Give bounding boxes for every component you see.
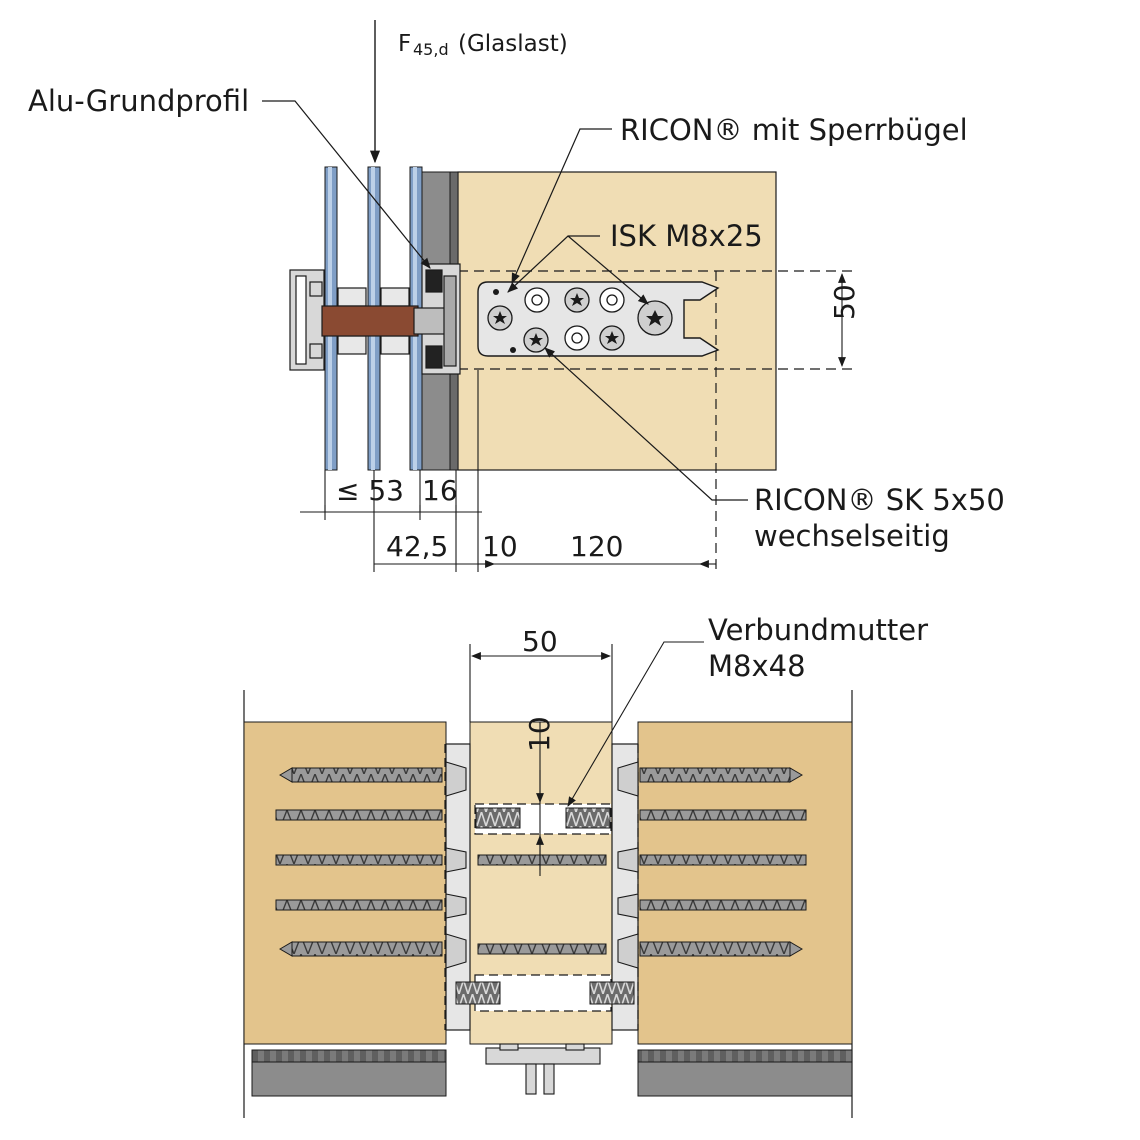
- hex-bolt-icon: [445, 761, 639, 969]
- spacers: [337, 287, 410, 355]
- dim-10-vertical: 10: [523, 716, 556, 752]
- dimension-lines-top: [300, 273, 846, 572]
- dim-le53: ≤ 53: [336, 474, 404, 507]
- alu-profile-label: Alu-Grundprofil: [28, 84, 249, 118]
- verbund-label: Verbundmutter: [708, 613, 928, 647]
- alu-cover-profile: [289, 269, 325, 371]
- force-note: (Glaslast): [458, 31, 568, 57]
- ricon-sk-note: wechselseitig: [754, 519, 950, 553]
- alu-base-profile: [413, 263, 461, 375]
- slot-outline: [458, 270, 858, 572]
- force-subscript: 45,d: [413, 40, 449, 59]
- ricon-sk-label: RICON® SK 5x50: [754, 483, 1005, 517]
- dim-16: 16: [422, 474, 458, 507]
- isk-label: ISK M8x25: [610, 219, 763, 253]
- verbund-size: M8x48: [708, 649, 806, 683]
- dim-10: 10: [482, 530, 518, 563]
- force-label: F: [398, 31, 411, 57]
- leader-lines-top: [262, 100, 748, 501]
- brown-clamp-bolt: [321, 305, 419, 337]
- dim-50-top: 50: [522, 625, 558, 658]
- dimension-lines-bottom: [469, 641, 704, 876]
- wood-screws: [275, 767, 807, 957]
- ricon-lock-label: RICON® mit Sperrbügel: [620, 113, 968, 147]
- ricon-connector-plate: [477, 281, 720, 357]
- section-view: F 45,d (Glaslast) Alu-Grundprofil RICON®…: [28, 20, 1005, 572]
- gray-bottom-panels: [251, 1049, 853, 1097]
- dim-120: 120: [570, 530, 623, 563]
- alu-profile-plan: [485, 1043, 601, 1095]
- dim-50-side: 50: [828, 284, 861, 320]
- dim-42-5: 42,5: [386, 530, 448, 563]
- plan-view: 50 10 Verbundmutter M8x48: [243, 613, 928, 1118]
- threaded-inserts: [455, 807, 635, 1005]
